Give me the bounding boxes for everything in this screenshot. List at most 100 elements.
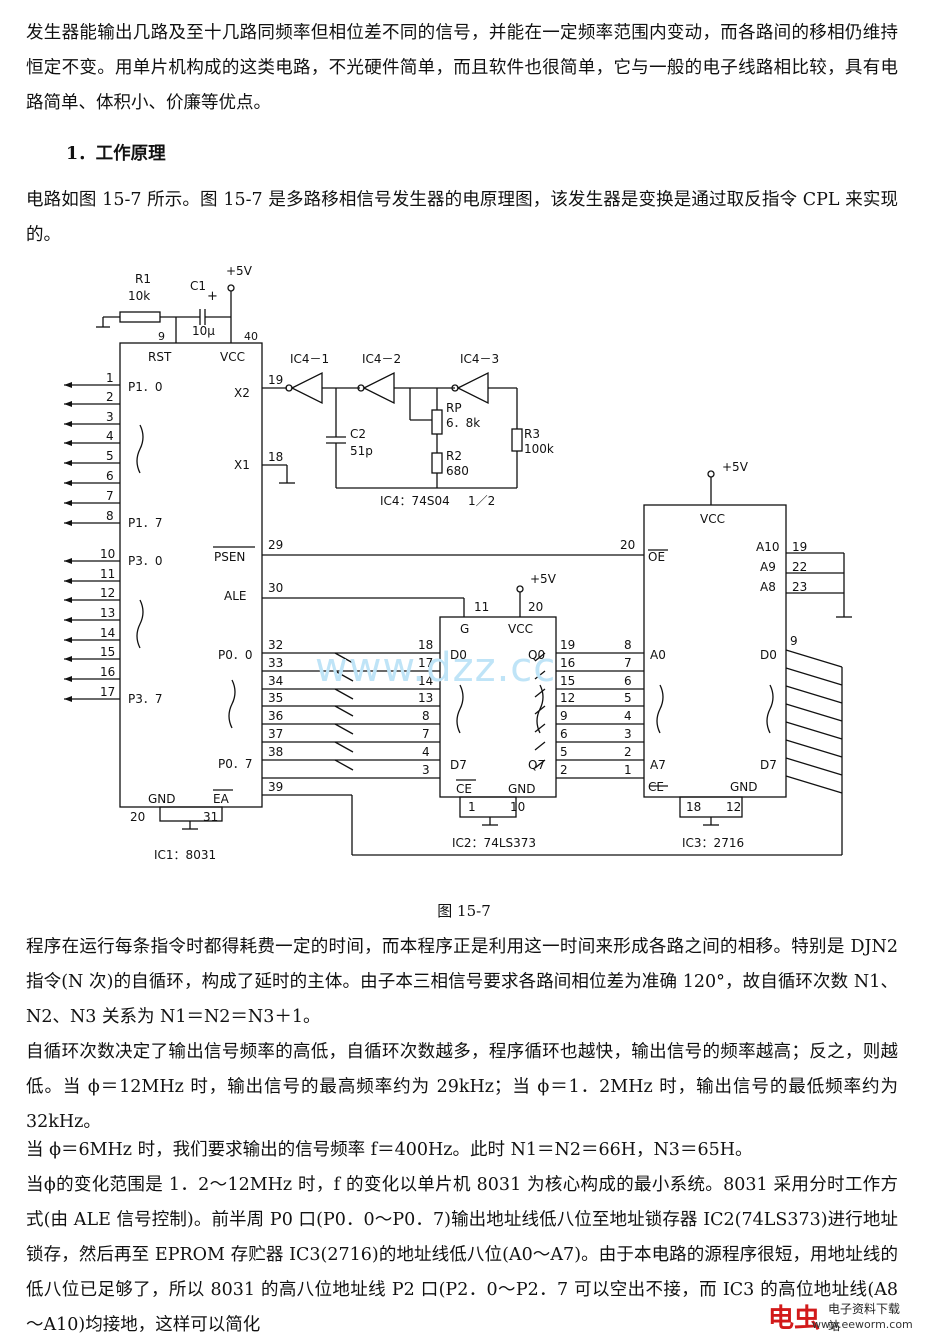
svg-text:15: 15 bbox=[560, 674, 575, 688]
svg-text:3: 3 bbox=[624, 727, 632, 741]
svg-text:X2: X2 bbox=[234, 386, 250, 400]
svg-text:D7: D7 bbox=[450, 758, 467, 772]
svg-text:15: 15 bbox=[100, 645, 115, 659]
svg-text:19: 19 bbox=[560, 638, 575, 652]
svg-text:G: G bbox=[460, 622, 469, 636]
svg-text:7: 7 bbox=[624, 656, 632, 670]
intro-paragraph: 发生器能输出几路及至十几路同频率但相位差不同的信号，并能在一定频率范围内变动，而… bbox=[26, 23, 898, 113]
svg-text:18: 18 bbox=[686, 800, 701, 814]
svg-text:13: 13 bbox=[418, 691, 433, 705]
svg-text:22: 22 bbox=[792, 560, 807, 574]
svg-text:33: 33 bbox=[268, 656, 283, 670]
svg-text:40: 40 bbox=[244, 330, 258, 343]
svg-text:2: 2 bbox=[560, 763, 568, 777]
svg-text:9: 9 bbox=[790, 634, 798, 648]
svg-text:8: 8 bbox=[422, 709, 430, 723]
svg-text:37: 37 bbox=[268, 727, 283, 741]
svg-text:EA: EA bbox=[213, 792, 230, 806]
svg-text:12: 12 bbox=[726, 800, 741, 814]
svg-text:20: 20 bbox=[528, 600, 543, 614]
svg-text:7: 7 bbox=[422, 727, 430, 741]
figure-intro-paragraph: 电路如图 15-7 所示。图 15-7 是多路移相信号发生器的电原理图，该发生器… bbox=[26, 190, 898, 245]
svg-text:8: 8 bbox=[624, 638, 632, 652]
svg-text:29: 29 bbox=[268, 538, 283, 552]
svg-text:C2: C2 bbox=[350, 427, 366, 441]
svg-text:ALE: ALE bbox=[224, 589, 246, 603]
svg-text:4: 4 bbox=[106, 429, 114, 443]
svg-text:51p: 51p bbox=[350, 444, 373, 458]
svg-text:Q7: Q7 bbox=[528, 758, 545, 772]
footer-site-name: 电子资料下载站 bbox=[828, 1302, 901, 1333]
body-paragraph-3: 当 ϕ＝6MHz 时，我们要求输出的信号频率 f＝400Hz。此时 N1＝N2＝… bbox=[26, 1140, 753, 1160]
svg-text:23: 23 bbox=[792, 580, 807, 594]
svg-text:17: 17 bbox=[100, 685, 115, 699]
svg-text:P3．0: P3．0 bbox=[128, 554, 163, 568]
svg-text:12: 12 bbox=[560, 691, 575, 705]
body-paragraph-4: 当ϕ的变化范围是 1．2～12MHz 时，f 的变化以单片机 8031 为核心构… bbox=[26, 1175, 898, 1335]
svg-text:10: 10 bbox=[510, 800, 525, 814]
svg-text:P0．0: P0．0 bbox=[218, 648, 253, 662]
svg-text:R2: R2 bbox=[446, 449, 462, 463]
svg-text:14: 14 bbox=[418, 674, 433, 688]
svg-text:18: 18 bbox=[418, 638, 433, 652]
svg-text:OE: OE bbox=[648, 550, 665, 564]
svg-text:6: 6 bbox=[560, 727, 568, 741]
svg-text:P1．0: P1．0 bbox=[128, 380, 163, 394]
svg-text:A10: A10 bbox=[756, 540, 779, 554]
svg-text:P1．7: P1．7 bbox=[128, 516, 163, 530]
ic1-body bbox=[119, 342, 263, 808]
svg-text:+5V: +5V bbox=[722, 460, 749, 474]
c1-label: C1 bbox=[190, 279, 206, 293]
svg-text:100k: 100k bbox=[524, 442, 554, 456]
svg-text:11: 11 bbox=[474, 600, 489, 614]
svg-text:38: 38 bbox=[268, 745, 283, 759]
svg-text:3: 3 bbox=[422, 763, 430, 777]
svg-text:30: 30 bbox=[268, 581, 283, 595]
circuit-schematic: R1 10k C1 + 10μ +5V 9 40 RST VCC X2 X1 P… bbox=[64, 264, 852, 862]
svg-text:VCC: VCC bbox=[700, 512, 725, 526]
svg-text:18: 18 bbox=[268, 450, 283, 464]
svg-text:2: 2 bbox=[624, 745, 632, 759]
svg-text:1: 1 bbox=[468, 800, 476, 814]
svg-text:A8: A8 bbox=[760, 580, 776, 594]
ic1-label: IC1：8031 bbox=[154, 848, 216, 862]
svg-text:9: 9 bbox=[560, 709, 568, 723]
svg-text:D0: D0 bbox=[450, 648, 467, 662]
svg-text:13: 13 bbox=[100, 606, 115, 620]
footer-url: www.eeworm.com bbox=[812, 1318, 913, 1331]
svg-text:R3: R3 bbox=[524, 427, 540, 441]
svg-text:5: 5 bbox=[560, 745, 568, 759]
svg-text:7: 7 bbox=[106, 489, 114, 503]
svg-text:680: 680 bbox=[446, 464, 469, 478]
svg-text:P0．7: P0．7 bbox=[218, 757, 253, 771]
svg-text:20: 20 bbox=[620, 538, 635, 552]
svg-text:IC4－1: IC4－1 bbox=[290, 352, 329, 366]
footer-logo-mark: 电虫 bbox=[768, 1304, 821, 1334]
svg-text:16: 16 bbox=[100, 665, 115, 679]
svg-text:PSEN: PSEN bbox=[214, 550, 245, 564]
svg-text:1／2: 1／2 bbox=[468, 494, 495, 508]
svg-text:10: 10 bbox=[100, 547, 115, 561]
svg-text:9: 9 bbox=[158, 330, 165, 343]
vcc-pin-label: VCC bbox=[220, 350, 245, 364]
svg-text:IC4－3: IC4－3 bbox=[460, 352, 499, 366]
ic2-label: IC2：74LS373 bbox=[452, 836, 536, 850]
vcc-label-1: +5V bbox=[226, 264, 253, 278]
svg-text:4: 4 bbox=[624, 709, 632, 723]
svg-text:39: 39 bbox=[268, 780, 283, 794]
svg-text:IC4－2: IC4－2 bbox=[362, 352, 401, 366]
footer-logo[interactable]: 电虫 电子资料下载站 www.eeworm.com bbox=[768, 1298, 913, 1334]
svg-text:8: 8 bbox=[106, 509, 114, 523]
svg-text:1: 1 bbox=[624, 763, 632, 777]
svg-text:GND: GND bbox=[508, 782, 536, 796]
svg-text:CE: CE bbox=[648, 780, 664, 794]
svg-text:31: 31 bbox=[203, 810, 218, 824]
body-paragraph-2: 自循环次数决定了输出信号频率的高低，自循环次数越多，程序循环也越快，输出信号的频… bbox=[26, 1042, 898, 1132]
svg-text:A9: A9 bbox=[760, 560, 776, 574]
svg-text:16: 16 bbox=[560, 656, 575, 670]
svg-text:11: 11 bbox=[100, 567, 115, 581]
svg-text:14: 14 bbox=[100, 626, 115, 640]
c1-value: 10μ bbox=[192, 324, 215, 338]
svg-text:Q0: Q0 bbox=[528, 648, 545, 662]
svg-text:4: 4 bbox=[422, 745, 430, 759]
